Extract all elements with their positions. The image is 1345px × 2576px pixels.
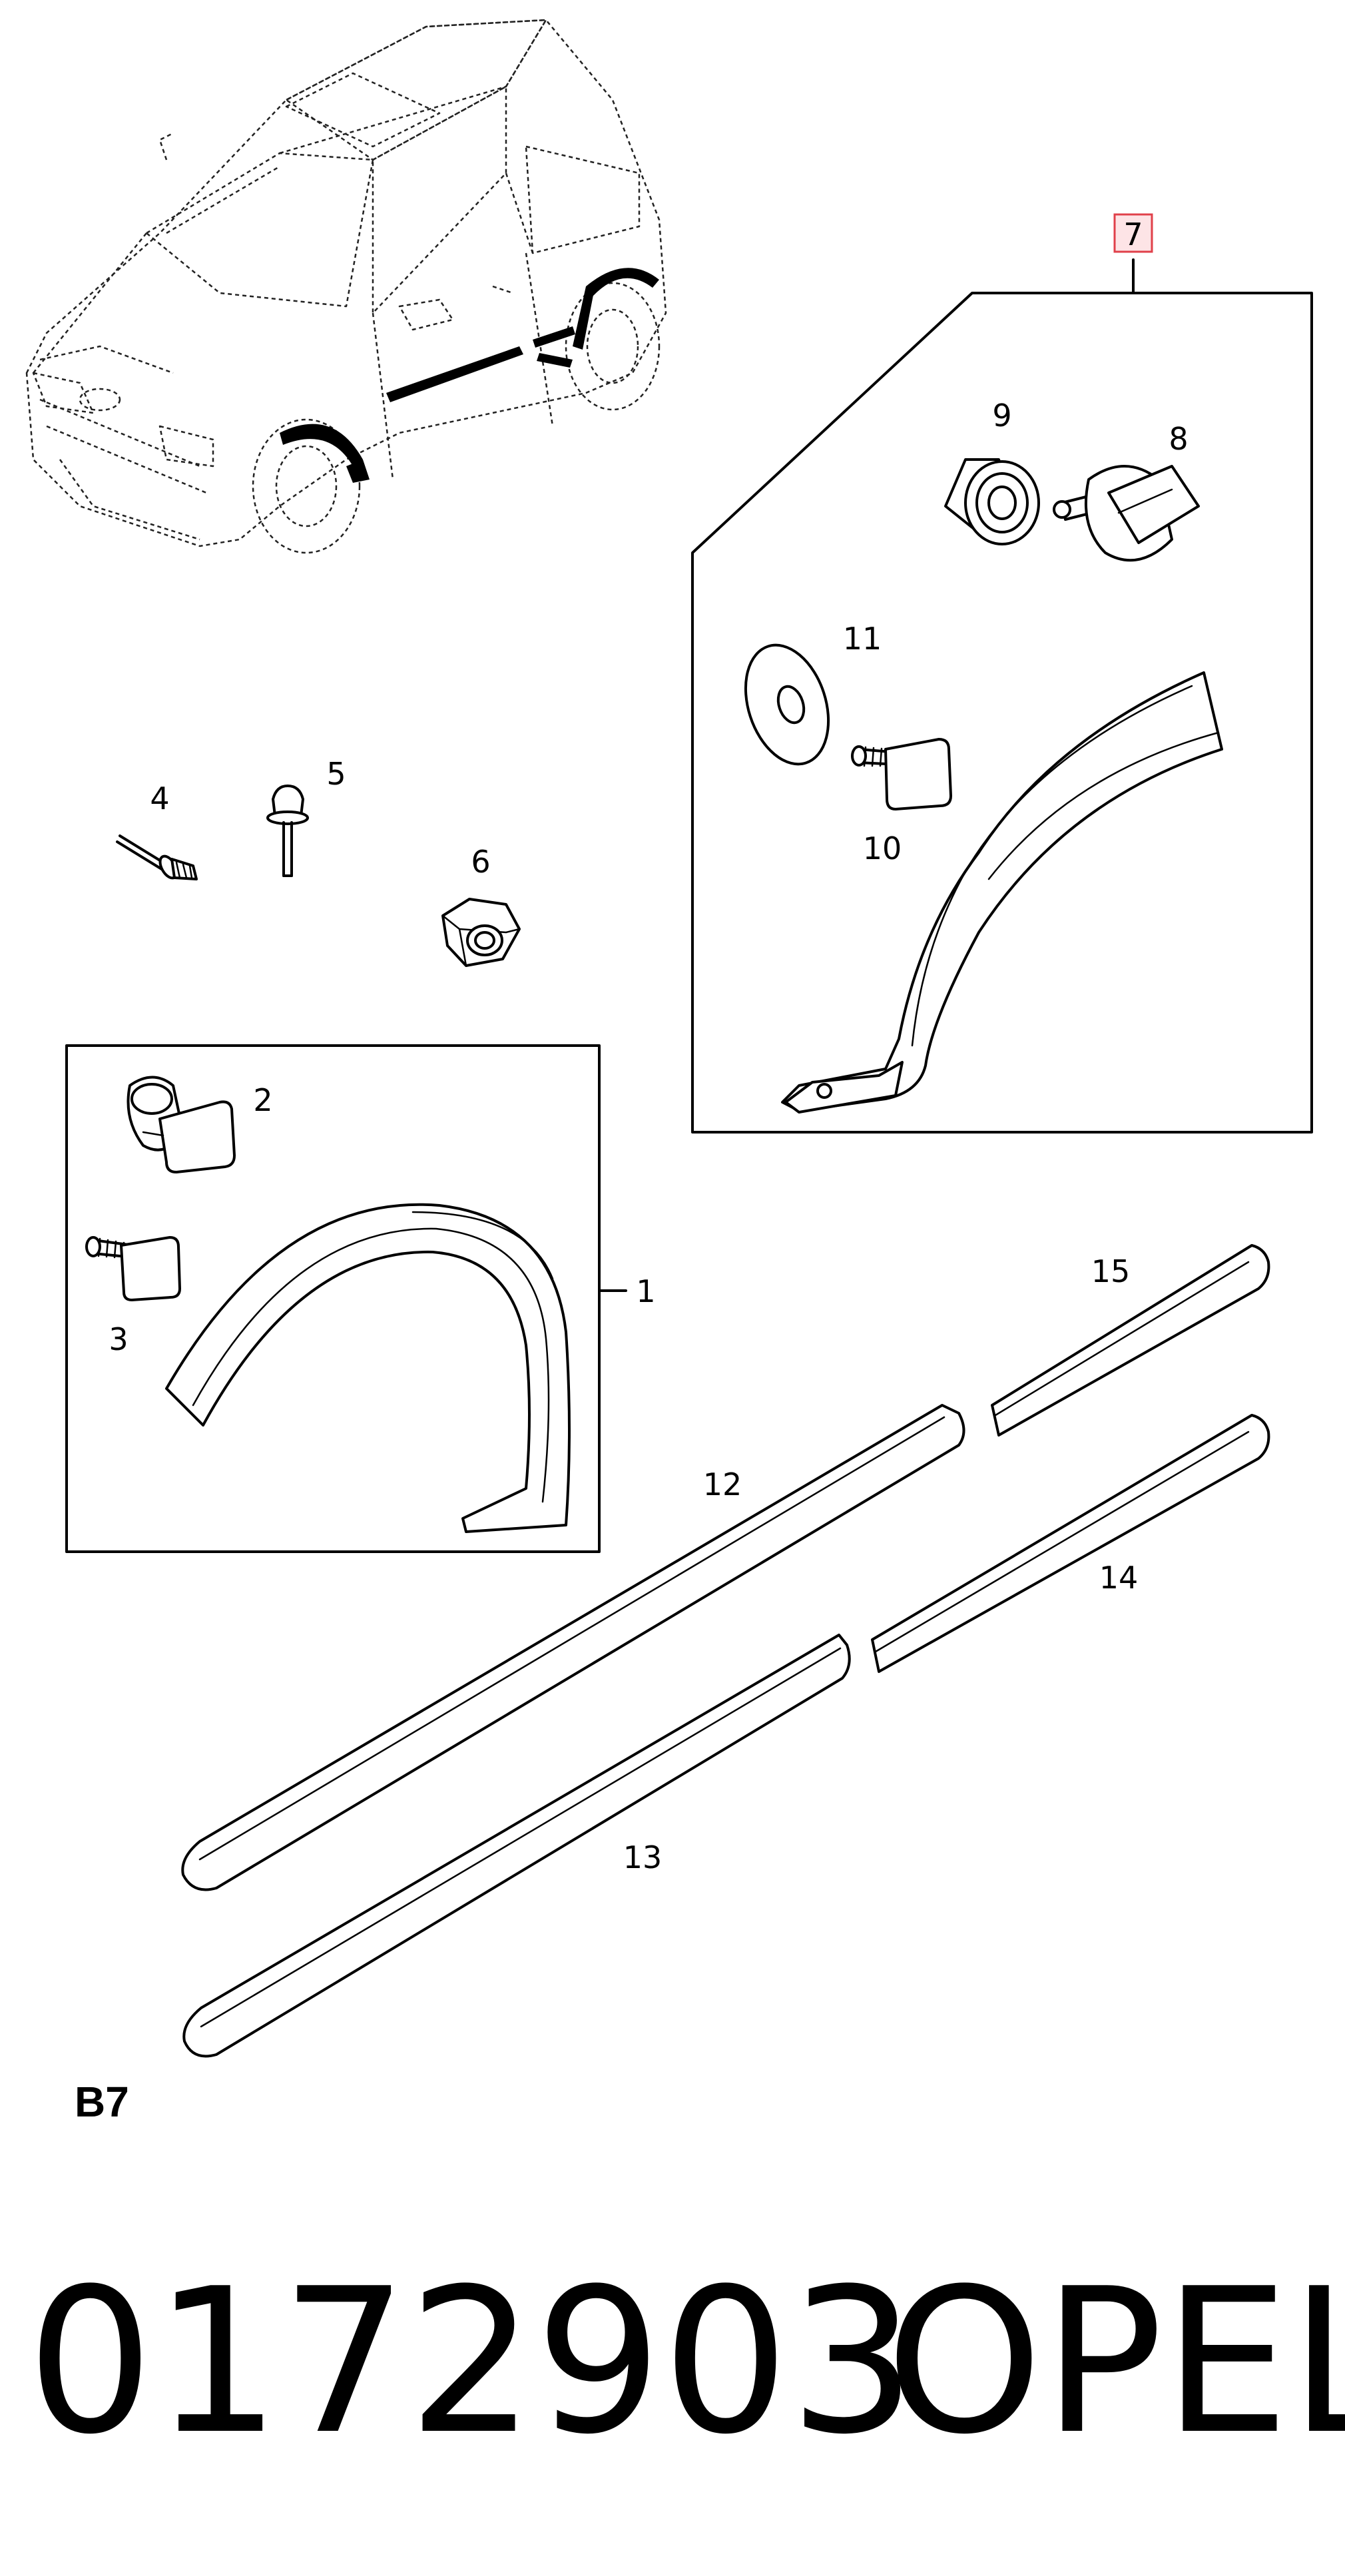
kit-7-frame: 7 xyxy=(691,213,1313,1133)
callout-12: 12 xyxy=(703,1466,742,1502)
kit-1-frame xyxy=(65,1044,627,1553)
callout-5: 5 xyxy=(326,756,346,792)
car-door-moulding-rear xyxy=(533,326,575,348)
callout-7: 7 xyxy=(1123,216,1143,252)
car-door-moulding-front xyxy=(386,346,523,402)
part-8-clip xyxy=(1053,465,1200,562)
callout-8: 8 xyxy=(1169,421,1188,457)
car-front-wheel-arch-trim xyxy=(280,424,363,466)
part-15-wing-moulding xyxy=(991,1244,1270,1437)
car-illustration xyxy=(25,19,667,554)
callout-2: 2 xyxy=(253,1082,272,1118)
part-4-pin-clip xyxy=(116,834,198,880)
callout-14: 14 xyxy=(1099,1560,1139,1596)
callout-4: 4 xyxy=(150,781,169,816)
part-10-screw-pad xyxy=(851,738,952,810)
callout-6: 6 xyxy=(471,844,490,880)
car-rear-wheel-arch-trim xyxy=(586,268,659,296)
part-11-washer xyxy=(744,643,830,766)
callout-1: 1 xyxy=(636,1273,655,1309)
callout-15: 15 xyxy=(1091,1253,1131,1289)
part-9-grommet xyxy=(944,458,1040,545)
callout-7-box xyxy=(1113,213,1153,253)
callout-13: 13 xyxy=(623,1839,663,1875)
part-7-rear-wheel-arch-flare xyxy=(781,671,1223,1114)
part-5-rivet xyxy=(266,785,309,877)
part-12-front-door-moulding xyxy=(181,1404,965,1891)
callout-3: 3 xyxy=(109,1321,128,1357)
part-1-front-wheel-arch-flare xyxy=(165,1203,571,1533)
part-number: 0172903 xyxy=(27,2246,916,2478)
section-label: B7 xyxy=(75,2078,129,2126)
callout-10: 10 xyxy=(863,830,902,866)
part-13-rear-door-moulding xyxy=(182,1634,851,2058)
callout-11: 11 xyxy=(843,621,882,657)
part-6-nut xyxy=(441,898,521,967)
part-14-rear-quarter-moulding xyxy=(871,1414,1270,1673)
part-2-clip xyxy=(127,1076,236,1173)
callout-9: 9 xyxy=(992,398,1011,434)
brand-name: OPEL xyxy=(886,2246,1345,2478)
part-3-screw-pad xyxy=(85,1236,181,1301)
